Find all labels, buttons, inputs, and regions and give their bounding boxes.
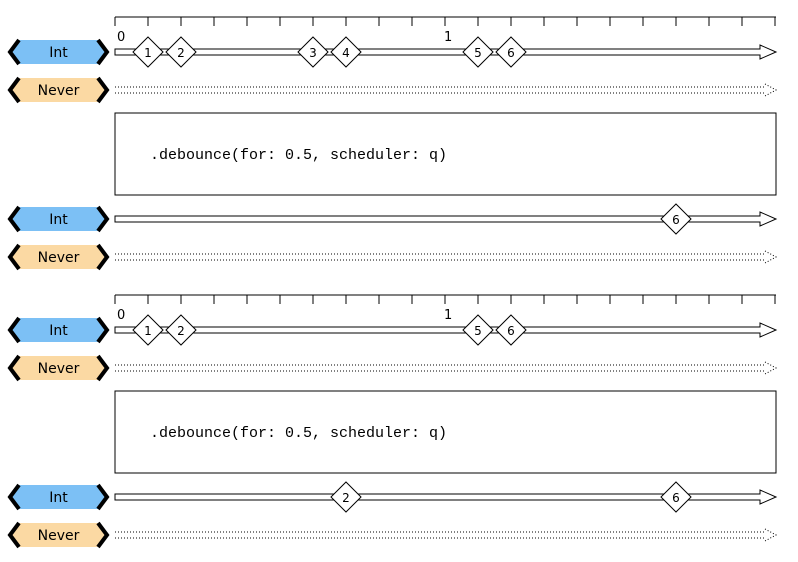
failure-arrowhead — [764, 528, 778, 542]
timeline-arrow — [114, 44, 778, 60]
event-marble — [660, 481, 692, 513]
operator-label: .debounce(for: 0.5, scheduler: q) — [150, 147, 447, 164]
event-marble — [495, 36, 527, 68]
event-value: 6 — [507, 324, 515, 338]
event-marble — [330, 36, 362, 68]
axis-tick-label: 1 — [444, 308, 452, 323]
event-value: 5 — [474, 324, 482, 338]
failure-arrowhead — [764, 250, 778, 264]
type-tag-left-chevron — [7, 205, 21, 233]
event-value: 6 — [672, 491, 680, 505]
axis-tick-label: 0 — [117, 308, 125, 323]
type-tag-right-chevron — [96, 521, 110, 549]
event-marble — [165, 314, 197, 346]
type-tag-left-chevron — [7, 354, 21, 382]
timeline-arrow — [114, 211, 778, 227]
event-value: 6 — [507, 46, 515, 60]
failure-arrowhead — [764, 83, 778, 97]
type-tag-left-chevron — [7, 316, 21, 344]
event-marble — [132, 36, 164, 68]
type-tag-right-chevron — [96, 483, 110, 511]
event-marble — [165, 36, 197, 68]
type-tag-right-chevron — [96, 76, 110, 104]
type-tag-never — [10, 245, 107, 269]
type-tag-left-chevron — [7, 521, 21, 549]
type-tag-right-chevron — [96, 205, 110, 233]
event-value: 1 — [144, 324, 152, 338]
event-value: 2 — [342, 491, 350, 505]
operator-box: .debounce(for: 0.5, scheduler: q) — [114, 390, 777, 474]
type-tag-label: Never — [38, 528, 80, 544]
event-value: 6 — [672, 213, 680, 227]
operator-box: .debounce(for: 0.5, scheduler: q) — [114, 112, 777, 196]
type-tag-right-chevron — [96, 354, 110, 382]
failure-arrowhead — [764, 361, 778, 375]
type-tag-left-chevron — [7, 76, 21, 104]
event-value: 3 — [309, 46, 317, 60]
timeline-arrow — [114, 322, 778, 338]
input-failure-stream: Never — [7, 354, 778, 382]
type-tag-int — [10, 318, 107, 342]
type-tag-label: Int — [49, 490, 68, 506]
event-marble — [495, 314, 527, 346]
input-failure-stream: Never — [7, 76, 778, 104]
type-tag-never — [10, 78, 107, 102]
event-value: 1 — [144, 46, 152, 60]
type-tag-never — [10, 523, 107, 547]
type-tag-label: Int — [49, 323, 68, 339]
operator-label: .debounce(for: 0.5, scheduler: q) — [150, 425, 447, 442]
type-tag-right-chevron — [96, 316, 110, 344]
event-value: 4 — [342, 46, 350, 60]
type-tag-label: Int — [49, 212, 68, 228]
event-marble — [462, 314, 494, 346]
output-failure-stream: Never — [7, 521, 778, 549]
type-tag-int — [10, 485, 107, 509]
event-marble — [330, 481, 362, 513]
type-tag-right-chevron — [96, 243, 110, 271]
type-tag-int — [10, 207, 107, 231]
type-tag-label: Int — [49, 45, 68, 61]
input-stream: Int 1 2 5 6 — [7, 314, 778, 346]
axis-tick-label: 0 — [117, 30, 125, 45]
event-value: 5 — [474, 46, 482, 60]
type-tag-left-chevron — [7, 38, 21, 66]
type-tag-label: Never — [38, 83, 80, 99]
operator-frame — [114, 112, 777, 196]
type-tag-int — [10, 40, 107, 64]
event-marble — [297, 36, 329, 68]
output-stream: Int 6 — [7, 203, 778, 235]
event-value: 2 — [177, 324, 185, 338]
type-tag-left-chevron — [7, 243, 21, 271]
event-marble — [462, 36, 494, 68]
output-stream: Int 2 6 — [7, 481, 778, 513]
event-marble — [660, 203, 692, 235]
type-tag-left-chevron — [7, 483, 21, 511]
event-marble — [132, 314, 164, 346]
type-tag-label: Never — [38, 250, 80, 266]
type-tag-label: Never — [38, 361, 80, 377]
input-stream: Int 1 2 3 4 5 6 — [7, 36, 778, 68]
event-value: 2 — [177, 46, 185, 60]
operator-frame — [114, 390, 777, 474]
type-tag-right-chevron — [96, 38, 110, 66]
timeline-arrow — [114, 489, 778, 505]
axis-tick-label: 1 — [444, 30, 452, 45]
type-tag-never — [10, 356, 107, 380]
output-failure-stream: Never — [7, 243, 778, 271]
